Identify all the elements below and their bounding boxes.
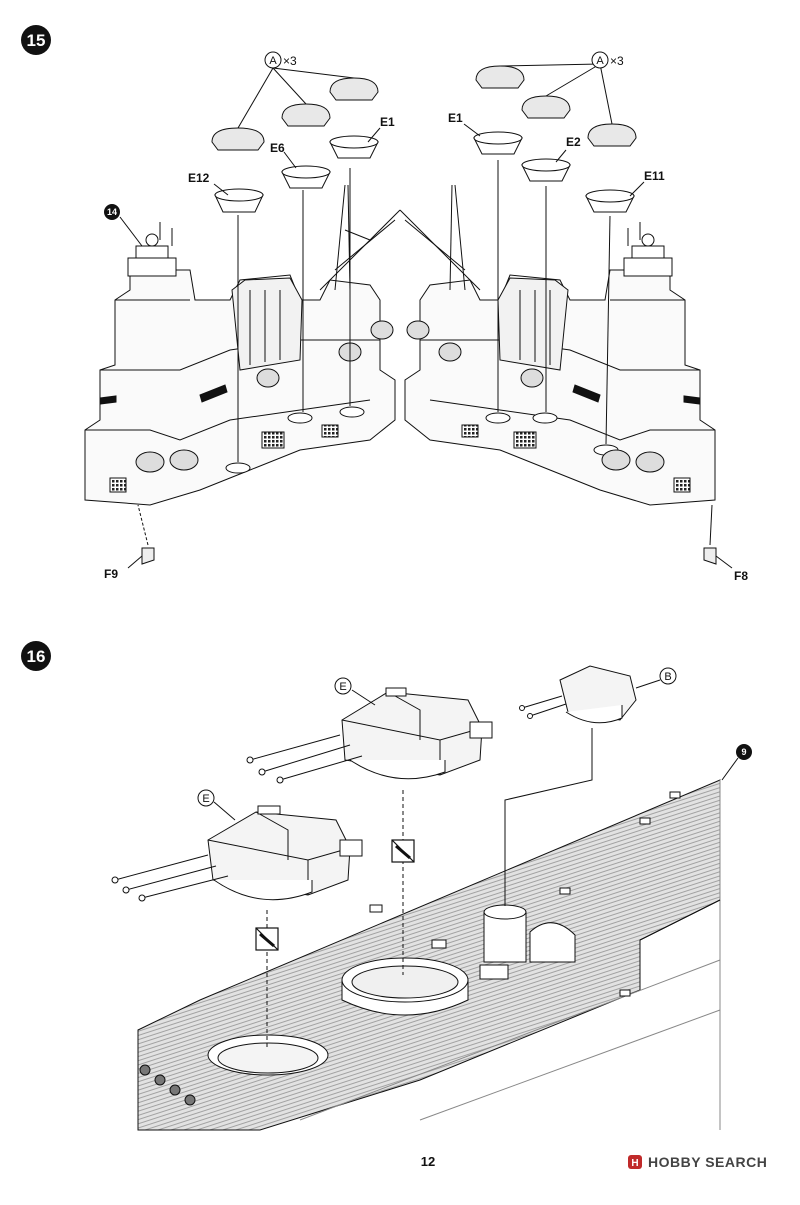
- turret-upper-letter: E: [339, 681, 346, 693]
- watermark-logo-icon: H: [631, 1158, 638, 1169]
- step15-left-turret-parts: [119, 67, 381, 462]
- turret-lower-letter: E: [202, 793, 209, 805]
- step-15-number: 15: [27, 31, 46, 50]
- secondary-turret-base: [483, 911, 527, 963]
- turret-small-letter: B: [664, 671, 671, 683]
- step15-left-labels: A ×3 E1 E6 E12 F9 14: [104, 51, 395, 581]
- left-label-E1: E1: [380, 115, 395, 129]
- right-group-A-multiplier: ×3: [610, 54, 624, 68]
- right-funnel: [497, 277, 569, 371]
- right-A-dome-3: [587, 123, 637, 147]
- no-cement-icon-lower: [255, 927, 279, 951]
- step16-turret-lower: [111, 789, 363, 902]
- right-group-A-letter: A: [596, 55, 604, 67]
- ref-step-14: 14: [107, 207, 117, 217]
- step-16-number: 16: [27, 647, 46, 666]
- right-A-dome-1: [475, 65, 525, 89]
- part-F8-shape: [703, 547, 717, 565]
- right-label-E11: E11: [644, 169, 665, 183]
- left-group-A-multiplier: ×3: [283, 54, 297, 68]
- step16-deck-assembly: [137, 779, 721, 1131]
- step16-turret-small: [504, 665, 677, 906]
- left-group-A-letter: A: [269, 55, 277, 67]
- step-16-marker: 16: [21, 641, 51, 671]
- left-A-dome-3: [329, 77, 379, 101]
- ref-step-9: 9: [741, 747, 746, 757]
- left-A-dome-2: [281, 103, 331, 127]
- hobby-search-watermark: H HOBBY SEARCH: [628, 1154, 767, 1170]
- right-bridge-tower: [623, 257, 673, 277]
- right-A-dome-2: [521, 95, 571, 119]
- left-label-E6: E6: [270, 141, 285, 155]
- left-bridge-tower: [127, 257, 177, 277]
- ref-step-9-marker: 9: [721, 744, 752, 781]
- right-label-F8: F8: [734, 569, 748, 583]
- no-cement-icon-upper: [391, 839, 415, 863]
- page-number: 12: [421, 1154, 435, 1169]
- step15-right-turret-parts: [463, 63, 645, 445]
- left-funnel: [231, 277, 303, 371]
- left-label-F9: F9: [104, 567, 118, 581]
- right-label-E1: E1: [448, 111, 463, 125]
- left-label-E12: E12: [188, 171, 210, 185]
- part-F9-shape: [141, 547, 155, 565]
- right-label-E2: E2: [566, 135, 581, 149]
- step-15-marker: 15: [21, 25, 51, 55]
- step16-turret-upper: [246, 677, 493, 784]
- left-A-dome-1: [211, 127, 265, 151]
- step15-right-assembly: [399, 184, 733, 569]
- step15-left-assembly: [84, 184, 401, 569]
- step15-right-labels: A ×3 E1 E2 E11 F8: [448, 51, 748, 583]
- watermark-text: HOBBY SEARCH: [648, 1154, 767, 1170]
